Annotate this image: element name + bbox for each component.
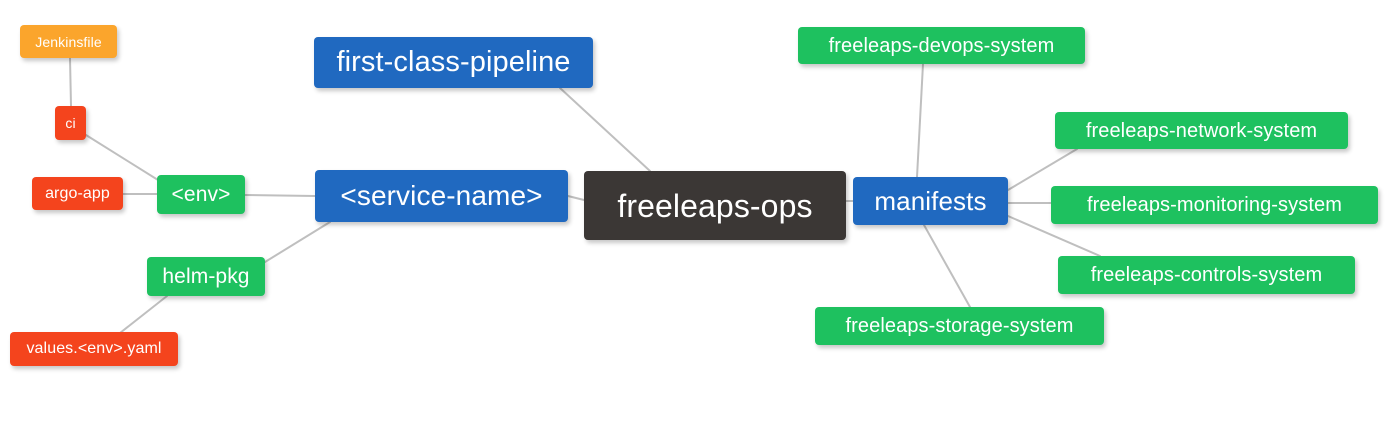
node-label-freeleaps-ops: freeleaps-ops — [617, 187, 813, 224]
node-first-class-pipeline[interactable]: first-class-pipeline — [314, 37, 593, 88]
edge-servicename-helmpkg — [264, 221, 331, 263]
node-freeleaps-network-system[interactable]: freeleaps-network-system — [1055, 112, 1348, 149]
node-manifests[interactable]: manifests — [853, 177, 1008, 225]
edge-ci-env — [85, 134, 159, 181]
node-label-freeleaps-storage-system: freeleaps-storage-system — [845, 315, 1074, 337]
node-freeleaps-storage-system[interactable]: freeleaps-storage-system — [815, 307, 1104, 345]
node-freeleaps-ops[interactable]: freeleaps-ops — [584, 171, 846, 240]
node-label-values-yaml: values.<env>.yaml — [26, 340, 162, 357]
node-argo-app[interactable]: argo-app — [32, 177, 123, 210]
edge-servicename-ops — [567, 195, 585, 201]
node-label-ci: ci — [65, 115, 76, 131]
edge-env-servicename — [244, 194, 316, 197]
node-freeleaps-devops-system[interactable]: freeleaps-devops-system — [798, 27, 1085, 64]
node-label-freeleaps-monitoring-system: freeleaps-monitoring-system — [1086, 194, 1342, 216]
node-label-helm-pkg: helm-pkg — [162, 265, 250, 288]
node-label-freeleaps-network-system: freeleaps-network-system — [1085, 119, 1318, 142]
node-label-argo-app: argo-app — [45, 184, 110, 202]
node-label-jenkinsfile: Jenkinsfile — [35, 33, 102, 50]
node-service-name[interactable]: <service-name> — [315, 170, 568, 222]
node-label-env: <env> — [171, 183, 231, 206]
node-label-manifests: manifests — [874, 186, 987, 216]
edge-pipeline-ops — [559, 87, 651, 172]
node-env[interactable]: <env> — [157, 175, 245, 214]
node-label-service-name: <service-name> — [340, 180, 543, 211]
node-label-first-class-pipeline: first-class-pipeline — [336, 46, 571, 78]
edge-manifests-devops — [916, 63, 924, 178]
edge-jenkinsfile-ci — [69, 57, 72, 107]
edge-manifests-storage — [923, 224, 971, 308]
node-label-freeleaps-devops-system: freeleaps-devops-system — [828, 34, 1055, 57]
edge-manifests-network — [1007, 148, 1078, 191]
node-ci[interactable]: ci — [55, 106, 86, 140]
node-freeleaps-monitoring-system[interactable]: freeleaps-monitoring-system — [1051, 186, 1378, 224]
node-jenkinsfile[interactable]: Jenkinsfile — [20, 25, 117, 58]
edge-helmpkg-values — [119, 295, 168, 334]
node-helm-pkg[interactable]: helm-pkg — [147, 257, 265, 296]
node-freeleaps-controls-system[interactable]: freeleaps-controls-system — [1058, 256, 1355, 294]
node-label-freeleaps-controls-system: freeleaps-controls-system — [1090, 264, 1323, 286]
node-values-yaml[interactable]: values.<env>.yaml — [10, 332, 178, 366]
